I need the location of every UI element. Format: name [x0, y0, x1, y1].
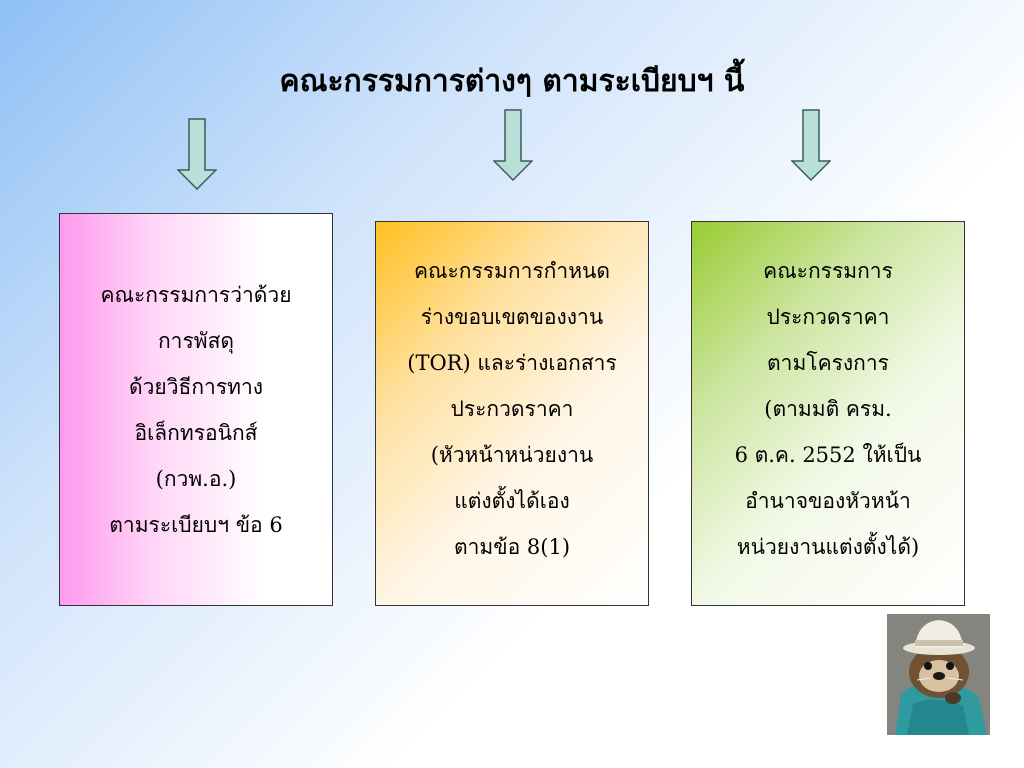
box-line: หน่วยงานแต่งตั้งได้) [736, 535, 920, 559]
box-line: (หัวหน้าหน่วยงาน [430, 443, 594, 467]
slide-title: คณะกรรมการต่างๆ ตามระเบียบฯ นี้ [279, 64, 745, 99]
box-line: 6 ต.ค. 2552 ให้เป็น [734, 443, 922, 467]
box-line: ตามระเบียบฯ ข้อ 6 [109, 512, 283, 537]
box-line: ประกวดราคา [450, 397, 574, 421]
box-line: (TOR) และร่างเอกสาร [407, 351, 617, 375]
box-line: คณะกรรมการกำหนด [413, 259, 611, 283]
box-line: (ตามมติ ครม. [764, 397, 892, 421]
otter-in-hat-picture [887, 614, 990, 735]
box-line: การพัสดุ [157, 328, 235, 353]
box-line: อิเล็กทรอนิกส์ [134, 420, 258, 445]
box-line: อำนาจของหัวหน้า [745, 489, 911, 513]
down-arrow-icon [177, 118, 217, 190]
box-line: ร่างขอบเขตของงาน [420, 305, 604, 329]
box-line: ประกวดราคา [766, 305, 890, 329]
box-line: ตามโครงการ [767, 351, 889, 375]
committee-box-egp: คณะกรรมการว่าด้วย การพัสดุ ด้วยวิธีการทา… [59, 213, 333, 606]
box-line: คณะกรรมการ [763, 259, 893, 283]
committee-box-bidding: คณะกรรมการ ประกวดราคา ตามโครงการ (ตามมติ… [691, 221, 965, 606]
box-line: แต่งตั้งได้เอง [454, 489, 570, 513]
down-arrow-icon [493, 109, 533, 181]
box-line: ด้วยวิธีการทาง [128, 374, 264, 399]
box-line: ตามข้อ 8(1) [453, 535, 571, 559]
box-line: คณะกรรมการว่าด้วย [100, 282, 292, 307]
committee-box-tor: คณะกรรมการกำหนด ร่างขอบเขตของงาน (TOR) แ… [375, 221, 649, 606]
down-arrow-icon [791, 109, 831, 181]
box-line: (กวพ.อ.) [155, 466, 237, 491]
